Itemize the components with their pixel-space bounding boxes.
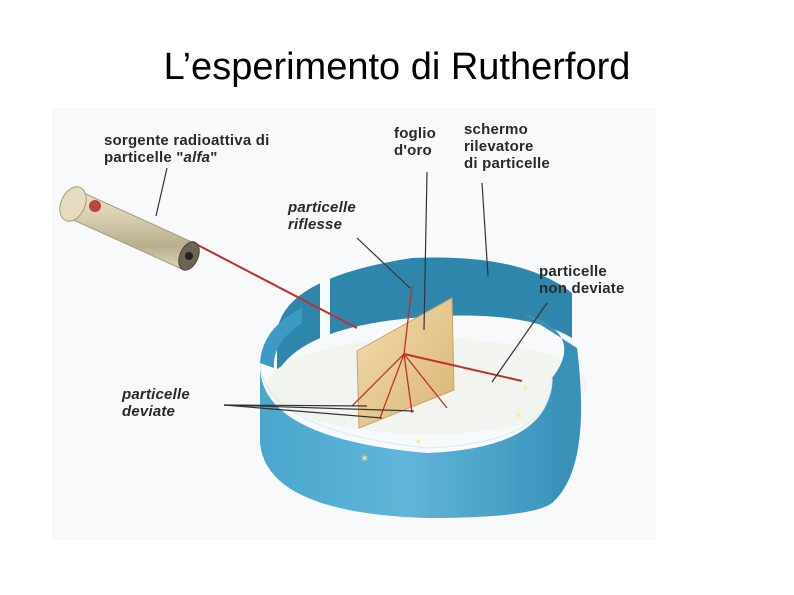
label-reflected-line1: particelle: [288, 199, 356, 216]
leader-foil: [423, 171, 428, 331]
label-foil-line2: d'oro: [394, 142, 432, 159]
screen-right-edge: [522, 313, 582, 503]
leader-lines: [155, 167, 548, 419]
radioactive-source: [59, 186, 200, 271]
leader-undeviated: [491, 302, 548, 383]
label-screen-line2: rilevatore: [464, 138, 534, 155]
svg-text:✶: ✶: [414, 437, 422, 448]
label-undeviated: particelle non deviate: [539, 263, 625, 297]
label-source-line2: particelle "alfa": [104, 149, 269, 166]
label-deviated-line1: particelle: [122, 386, 190, 403]
svg-text:✶: ✶: [360, 452, 369, 465]
leader-source: [155, 167, 168, 217]
svg-text:✶: ✶: [514, 409, 523, 422]
label-reflected-line2: riflesse: [288, 216, 343, 233]
leader-deviated-3: [223, 404, 415, 412]
label-source-line1: sorgente radioattiva di: [104, 132, 270, 149]
rutherford-illustration: ✶ ✶ ✶ ✶: [52, 108, 656, 540]
screen-left-edge: [260, 308, 302, 368]
label-reflected: particelle riflesse: [288, 199, 356, 233]
label-undeviated-line1: particelle: [539, 263, 607, 280]
label-undeviated-line2: non deviate: [539, 280, 625, 297]
rutherford-diagram: ✶ ✶ ✶ ✶ sorgente radioattiva di part: [52, 108, 656, 540]
label-source-prefix: particelle ": [104, 149, 184, 166]
screen-front-band: [259, 363, 552, 518]
label-screen-line1: schermo: [464, 121, 528, 138]
label-source-suffix: ": [210, 149, 218, 166]
undeviated-beam: [403, 353, 523, 382]
label-deviated-line2: deviate: [122, 403, 176, 420]
svg-text:✶: ✶: [522, 384, 530, 394]
label-screen-line3: di particelle: [464, 155, 550, 172]
alpha-beam: [191, 241, 358, 329]
leader-deviated-2: [223, 404, 383, 419]
label-source-alfa: alfa: [183, 149, 211, 166]
particle-paths: [351, 285, 448, 419]
screen-rim: [259, 362, 553, 449]
slide-title: L’esperimento di Rutherford: [163, 46, 631, 88]
label-foil: foglio d'oro: [394, 125, 436, 159]
label-deviated: particelle deviate: [122, 386, 190, 420]
label-foil-line1: foglio: [394, 125, 437, 142]
label-screen: schermo rilevatore di particelle: [464, 121, 550, 172]
leader-screen: [481, 182, 489, 277]
label-source: sorgente radioattiva di particelle "alfa…: [104, 132, 269, 166]
impact-stars: ✶ ✶ ✶ ✶: [360, 384, 530, 465]
leader-reflected: [356, 237, 411, 289]
